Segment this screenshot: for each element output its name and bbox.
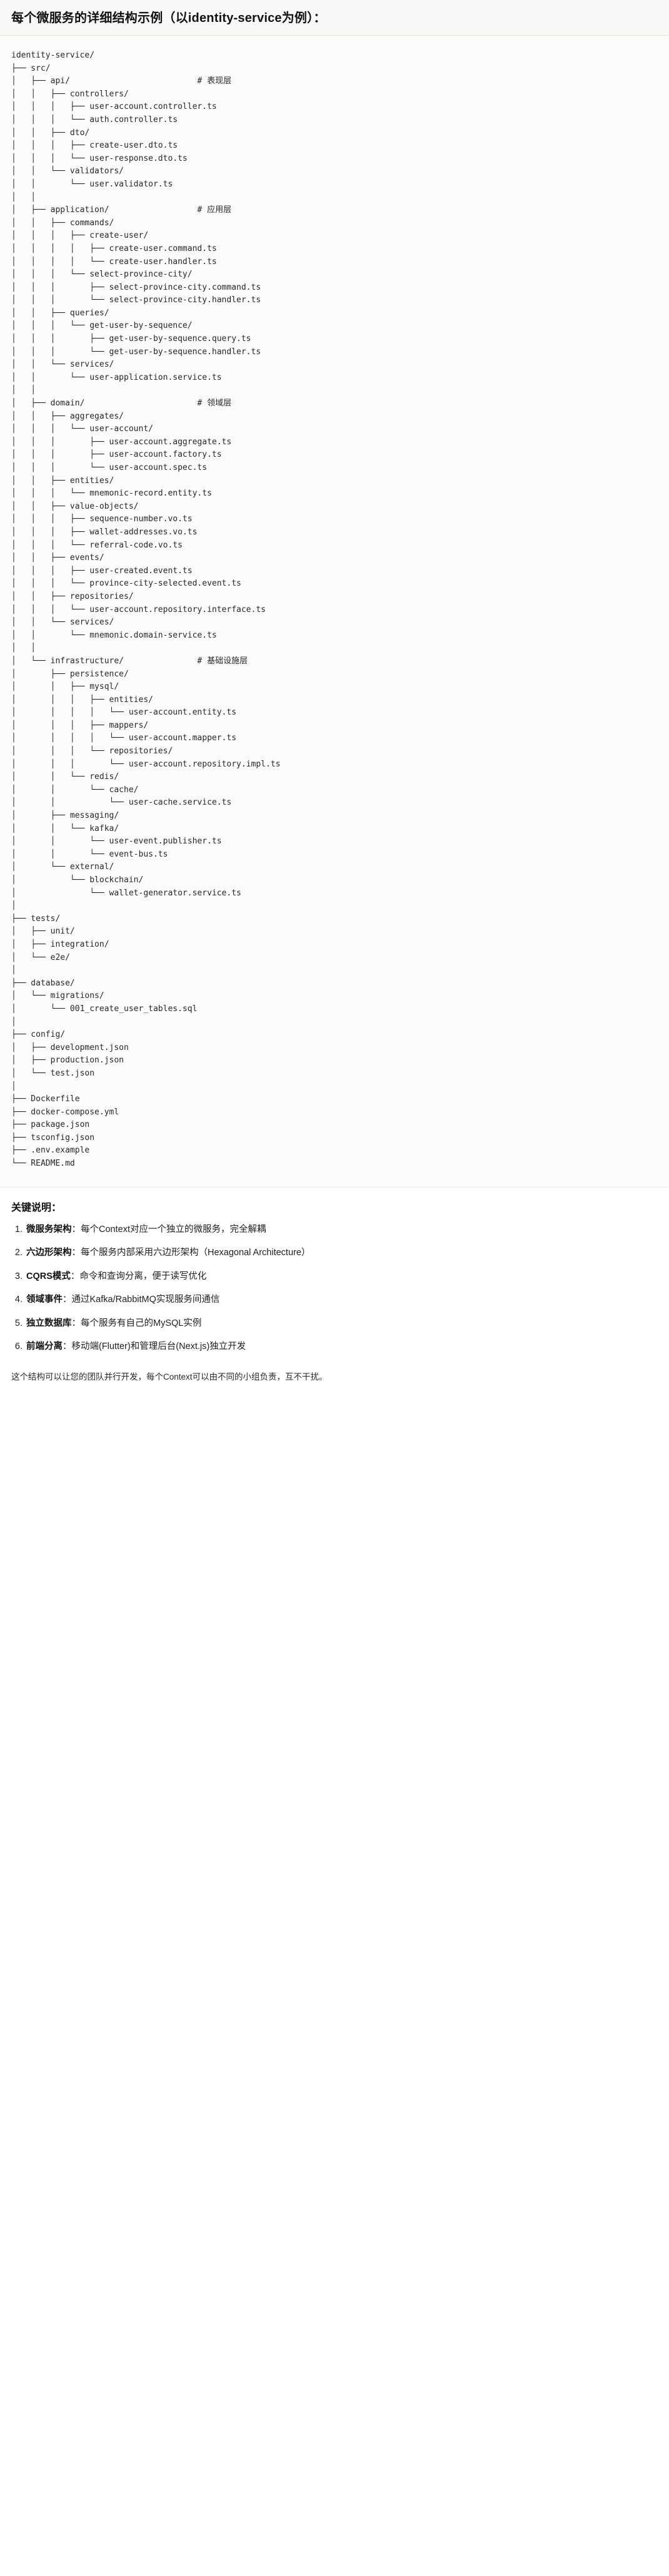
list-item: 领域事件：通过Kafka/RabbitMQ实现服务间通信: [25, 1293, 658, 1306]
key-notes-list: 微服务架构：每个Context对应一个独立的微服务，完全解耦 六边形架构：每个服…: [11, 1223, 658, 1354]
key-notes-heading: 关键说明：: [11, 1202, 62, 1213]
note-term: 前端分离: [26, 1341, 63, 1352]
directory-tree-block: identity-service/ ├── src/ │ ├── api/ # …: [0, 36, 669, 1188]
page-root: 每个微服务的详细结构示例（以identity-service为例）： ident…: [0, 0, 669, 1397]
note-term: 领域事件: [26, 1295, 63, 1305]
note-term: 微服务架构: [26, 1224, 72, 1235]
list-item: 微服务架构：每个Context对应一个独立的微服务，完全解耦: [25, 1223, 658, 1236]
directory-tree: identity-service/ ├── src/ │ ├── api/ # …: [11, 51, 281, 1169]
key-notes-section: 关键说明： 微服务架构：每个Context对应一个独立的微服务，完全解耦 六边形…: [0, 1187, 669, 1367]
note-desc: ：每个服务内部采用六边形架构（Hexagonal Architecture）: [71, 1248, 311, 1258]
list-item: 独立数据库：每个服务有自己的MySQL实例: [25, 1316, 658, 1330]
title-bar: 每个微服务的详细结构示例（以identity-service为例）：: [0, 0, 669, 36]
note-desc: ：移动端(Flutter)和管理后台(Next.js)独立开发: [63, 1341, 246, 1352]
note-desc: ：命令和查询分离，便于读写优化: [70, 1271, 207, 1281]
list-item: 前端分离：移动端(Flutter)和管理后台(Next.js)独立开发: [25, 1340, 658, 1353]
note-desc: ：通过Kafka/RabbitMQ实现服务间通信: [63, 1295, 220, 1305]
list-item: 六边形架构：每个服务内部采用六边形架构（Hexagonal Architectu…: [25, 1246, 658, 1260]
page-title: 每个微服务的详细结构示例（以identity-service为例）：: [11, 11, 326, 25]
note-desc: ：每个服务有自己的MySQL实例: [71, 1318, 202, 1328]
note-term: 六边形架构: [26, 1248, 72, 1258]
note-desc: ：每个Context对应一个独立的微服务，完全解耦: [71, 1224, 266, 1235]
note-term: 独立数据库: [26, 1318, 72, 1328]
closing-paragraph: 这个结构可以让您的团队并行开发，每个Context可以由不同的小组负责，互不干扰…: [0, 1367, 669, 1397]
list-item: CQRS模式：命令和查询分离，便于读写优化: [25, 1270, 658, 1283]
note-term: CQRS模式: [26, 1271, 71, 1281]
